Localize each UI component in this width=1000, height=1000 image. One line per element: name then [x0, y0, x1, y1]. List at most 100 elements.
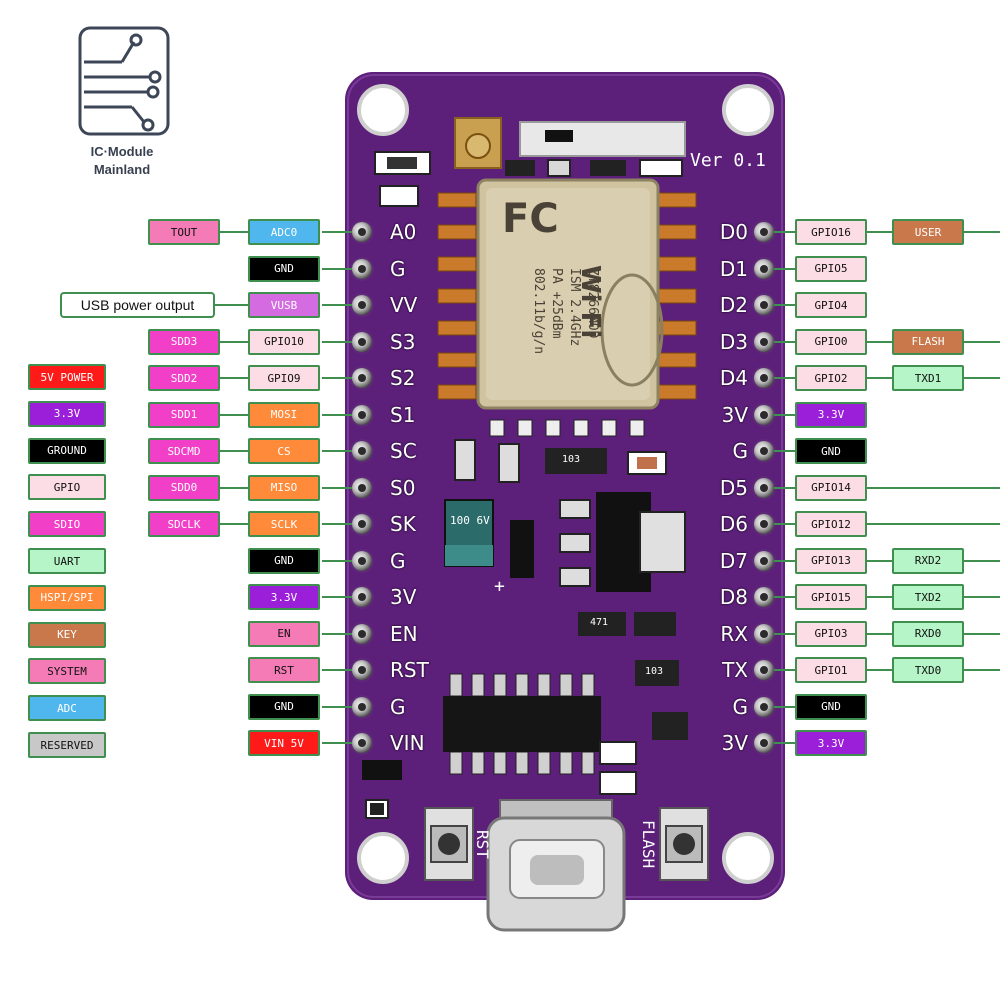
usb-c-port[interactable]	[488, 818, 624, 930]
pin-pad-right-tx[interactable]	[754, 660, 774, 680]
pin-pad-right-d3[interactable]	[754, 331, 774, 352]
pin-tag-cs: CS	[248, 438, 320, 464]
connector-line	[220, 340, 248, 343]
connector-line	[964, 669, 1000, 671]
pin-label-g: G	[732, 694, 749, 719]
pin-label-sc: SC	[390, 439, 417, 463]
connector-line	[774, 304, 796, 306]
pin-pad-left-s1[interactable]	[352, 404, 372, 425]
connector-line	[322, 523, 352, 525]
pin-tag-flash: FLASH	[892, 328, 964, 355]
connector-line	[322, 559, 352, 562]
connector-line	[964, 632, 1000, 635]
connector-line	[774, 413, 796, 416]
pin-label-s2: S2	[390, 366, 416, 390]
connector-line	[220, 486, 248, 489]
connector-line	[774, 377, 796, 379]
connector-line	[774, 669, 796, 671]
pin-pad-right-d8[interactable]	[754, 587, 774, 607]
flash-button[interactable]	[660, 808, 708, 880]
connector-line	[867, 596, 893, 598]
pin-pad-left-a0[interactable]	[352, 222, 372, 242]
connector-line	[867, 632, 893, 635]
pin-label-d4: D4	[719, 366, 748, 390]
module-spec2: PA +25dBm	[549, 268, 564, 339]
pin-pad-right-g[interactable]	[754, 696, 774, 717]
version-label: Ver 0.1	[690, 150, 766, 171]
pin-pad-left-g[interactable]	[352, 696, 372, 717]
pin-pad-right-d5[interactable]	[754, 477, 774, 498]
pin-label-g: G	[390, 256, 406, 281]
pin-tag-gpio16: GPIO16	[795, 219, 867, 245]
pin-label-g: G	[390, 548, 406, 573]
connector-line	[322, 340, 352, 343]
pin-tag-gpio4: GPIO4	[795, 292, 867, 318]
connector-line	[322, 413, 352, 416]
pin-pad-left-s0[interactable]	[352, 477, 372, 498]
module-brand: FC	[502, 196, 559, 242]
pin-pad-left-sc[interactable]	[352, 441, 372, 461]
pin-pad-right-g[interactable]	[754, 441, 774, 461]
pin-pad-right-d6[interactable]	[754, 514, 774, 534]
pin-tag-sclk: SCLK	[248, 511, 320, 537]
connector-line	[774, 340, 796, 343]
connector-line	[964, 231, 1000, 233]
pin-pad-left-s2[interactable]	[352, 368, 372, 388]
pin-label-s0: S0	[390, 475, 416, 500]
capacitor-value: 100 6V	[450, 514, 490, 527]
pin-tag-gpio0: GPIO0	[795, 328, 867, 355]
pin-pad-left-rst[interactable]	[352, 660, 372, 680]
pin-pad-right-rx[interactable]	[754, 623, 774, 644]
pin-pad-right-d7[interactable]	[754, 550, 774, 571]
pin-tag-rxd2: RXD2	[892, 547, 964, 574]
circuit-logo-icon	[78, 26, 170, 136]
pin-pad-left-en[interactable]	[352, 623, 372, 644]
connector-line	[322, 231, 352, 233]
pin-pad-left-s3[interactable]	[352, 331, 372, 352]
pin-pad-right-3v[interactable]	[754, 404, 774, 425]
legend-item-hspi-spi: HSPI/SPI	[28, 584, 106, 611]
resistor-103-b: 103	[645, 666, 664, 677]
pin-tag-vin-5v: VIN 5V	[248, 730, 320, 756]
pin-pad-left-vv[interactable]	[352, 295, 372, 315]
rst-button[interactable]	[425, 808, 473, 880]
pin-label-en: EN	[390, 621, 418, 646]
pin-tag-gnd: GND	[248, 255, 320, 282]
connector-line	[774, 523, 796, 525]
pin-tag-adc0: ADC0	[248, 219, 320, 245]
pin-label-d2: D2	[719, 293, 748, 317]
resistor-471: 471	[590, 617, 609, 628]
pin-pad-left-3v[interactable]	[352, 587, 372, 607]
pin-pad-left-vin[interactable]	[352, 733, 372, 753]
connector-line	[964, 559, 1000, 562]
pin-pad-right-d1[interactable]	[754, 258, 774, 279]
pin-pad-left-g[interactable]	[352, 550, 372, 571]
connector-line	[220, 231, 248, 233]
pin-tag-vusb: VUSB	[248, 292, 320, 318]
connector-line	[774, 596, 796, 598]
pin-label-d5: D5	[719, 475, 748, 500]
pin-pad-right-d4[interactable]	[754, 368, 774, 388]
connector-line	[322, 486, 352, 489]
legend-item-adc: ADC	[28, 695, 106, 722]
legend-item-gpio: GPIO	[28, 474, 106, 501]
pin-pad-left-sk[interactable]	[352, 514, 372, 534]
pin-label-d7: D7	[719, 548, 748, 573]
connector-line	[867, 486, 1000, 489]
connector-line	[774, 231, 796, 233]
pin-pad-left-g[interactable]	[352, 258, 372, 279]
legend-item-3-3v: 3.3V	[28, 400, 106, 427]
resistor-103-a: 103	[562, 454, 581, 465]
pin-pad-right-d0[interactable]	[754, 222, 774, 242]
pin-tag-3-3v: 3.3V	[795, 401, 867, 428]
logo-line1: IC·Module	[90, 144, 154, 159]
pin-label-g: G	[390, 694, 406, 719]
connector-line	[322, 304, 352, 306]
pin-label-a0: A0	[390, 220, 417, 244]
pin-tag-sdd3: SDD3	[148, 328, 220, 355]
pin-tag-txd2: TXD2	[892, 584, 964, 610]
pin-pad-right-3v[interactable]	[754, 733, 774, 753]
pin-pad-right-d2[interactable]	[754, 295, 774, 315]
logo: IC·Module Mainland	[62, 22, 182, 182]
